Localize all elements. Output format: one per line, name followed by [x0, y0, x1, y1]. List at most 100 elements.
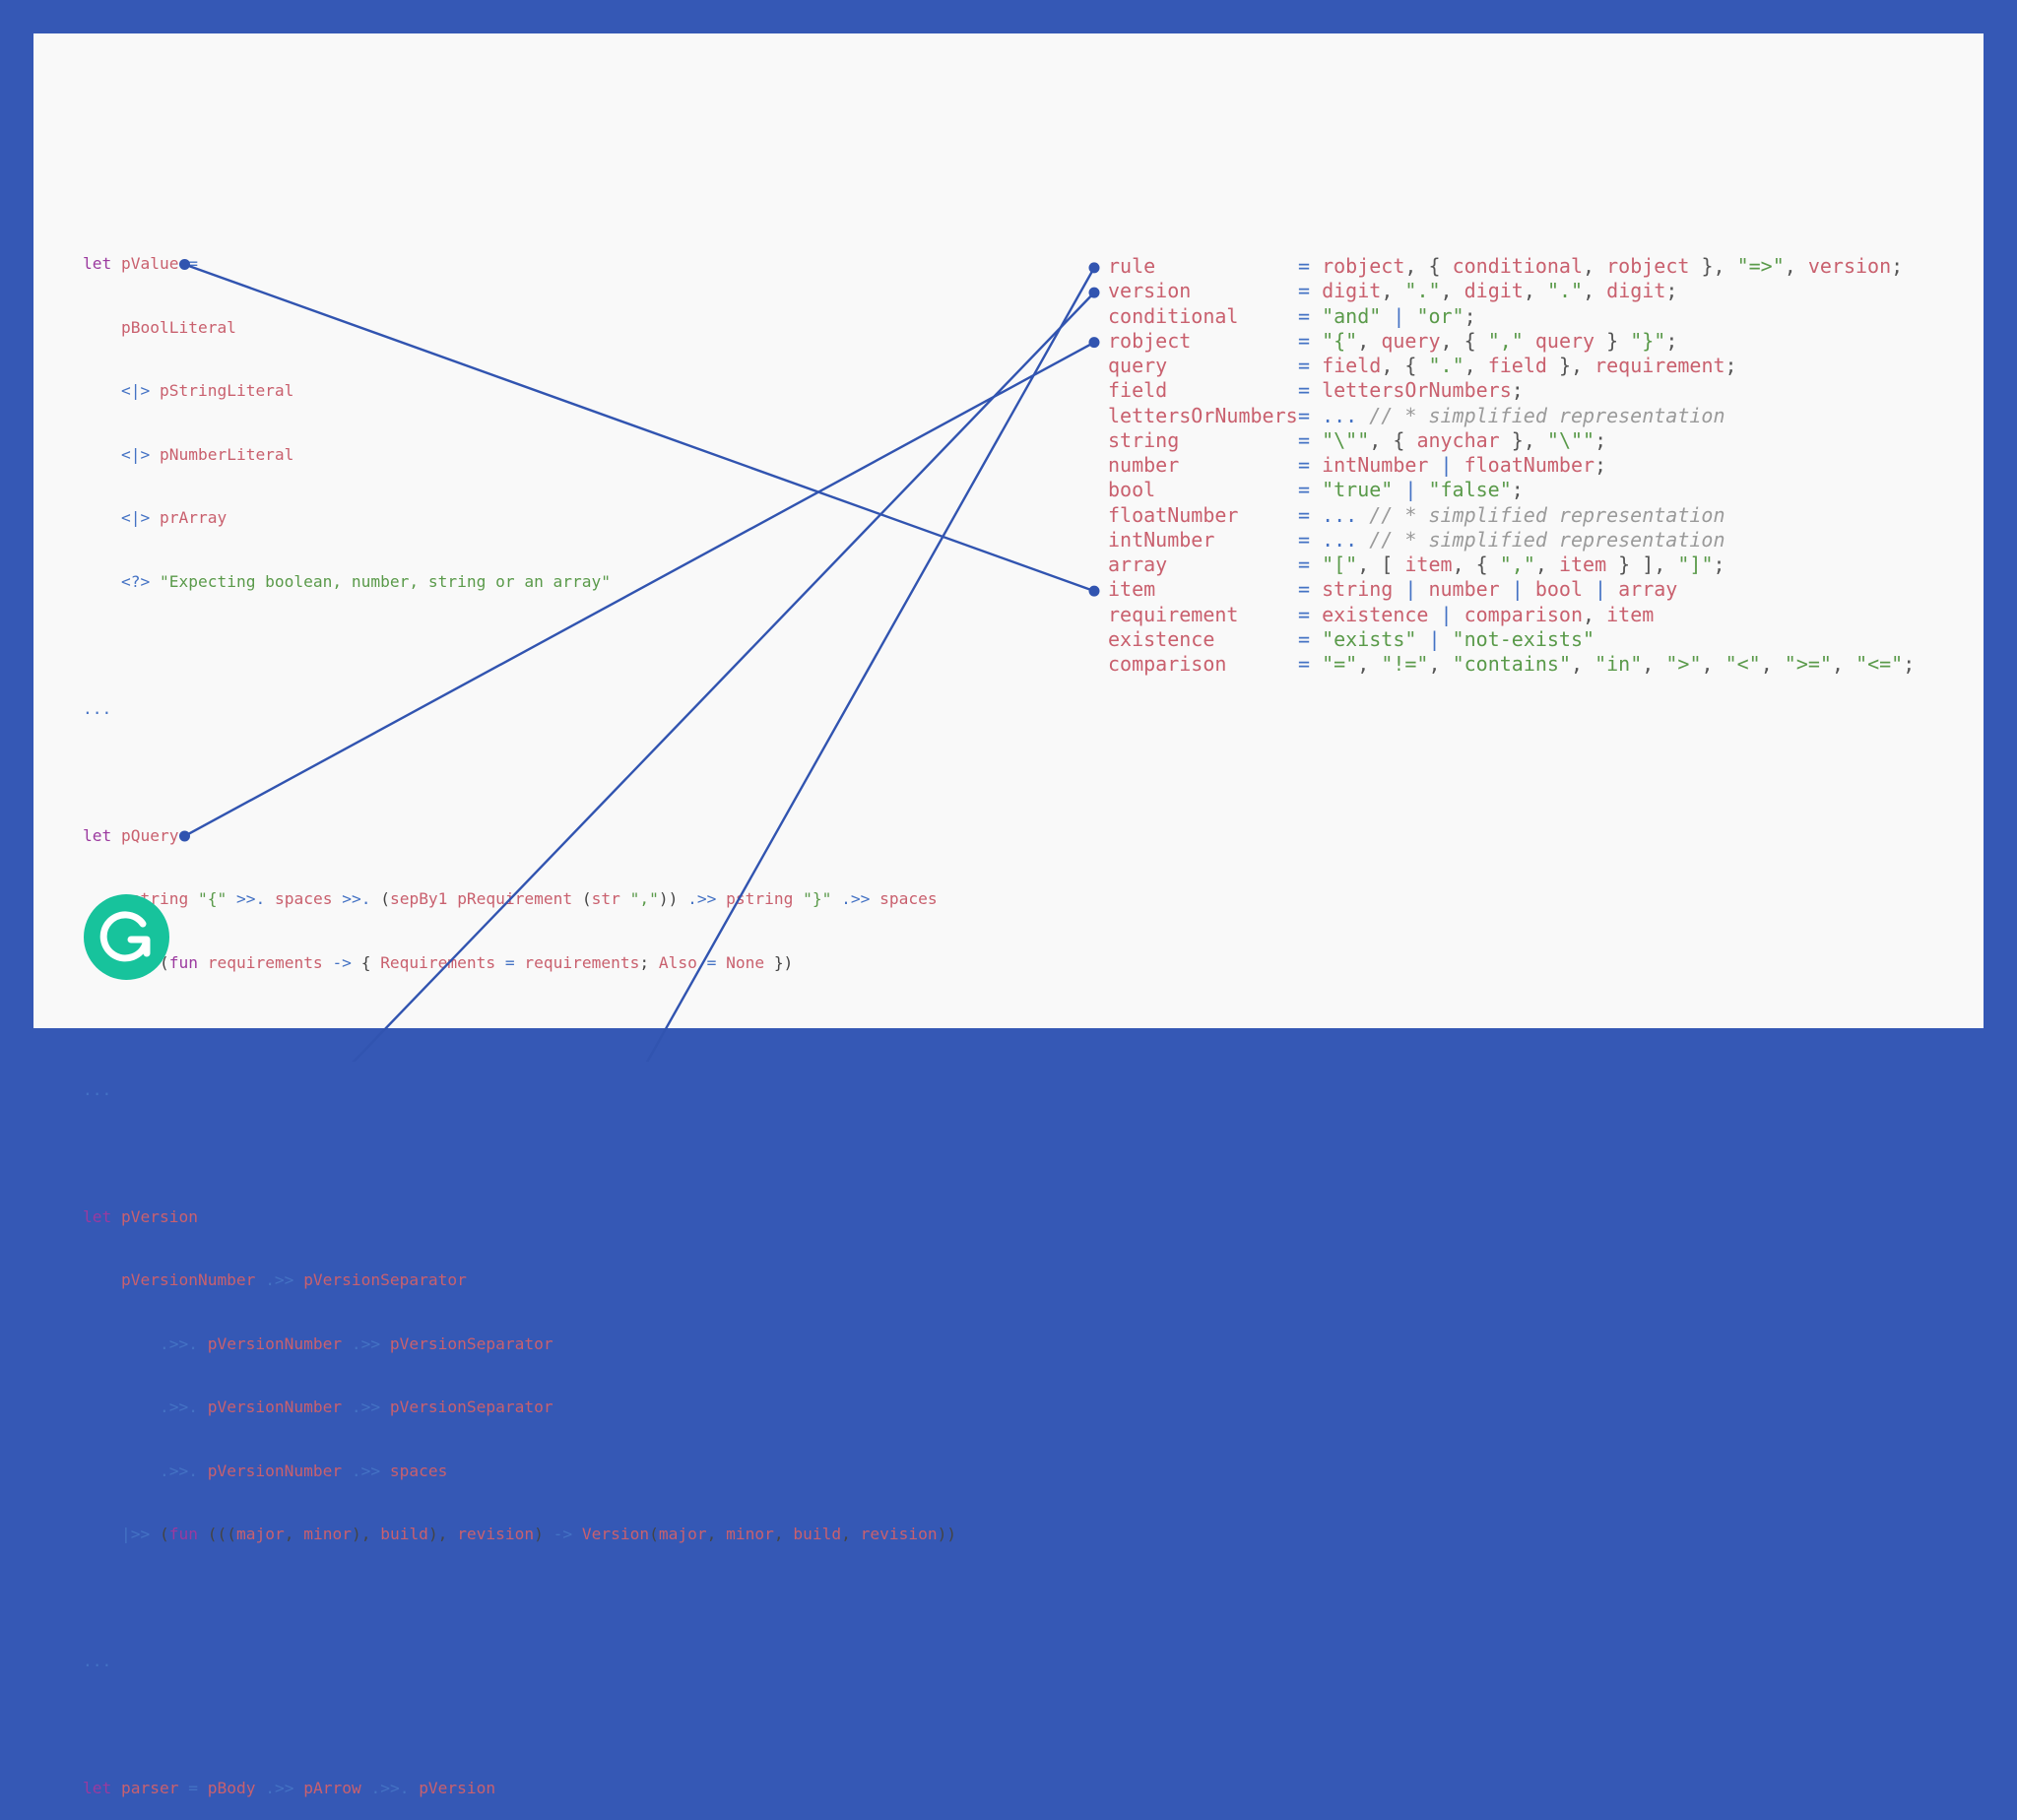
rule-token: ,: [1583, 254, 1607, 278]
rule-name: conditional: [1108, 303, 1239, 328]
code-line: let parser = pBody .>> pArrow .>>. pVers…: [83, 1778, 956, 1799]
rule-token: ;: [1891, 254, 1904, 278]
rule-token: ,: [1381, 279, 1405, 303]
punct: ,: [773, 1525, 784, 1543]
rule-name: array: [1108, 552, 1168, 576]
rule-token: digit: [1322, 279, 1382, 303]
rule-token: =: [1298, 328, 1323, 353]
rule-token: // * simplified representation: [1369, 527, 1725, 552]
operator: =: [504, 952, 515, 972]
rule-token: }: [1594, 328, 1631, 353]
code-line: pstring "{" >>. spaces >>. (sepBy1 pRequ…: [83, 888, 956, 910]
rule-name: intNumber: [1108, 527, 1215, 552]
code-line: let pQuery: [83, 825, 956, 847]
rule-name: item: [1108, 577, 1156, 602]
rule-token: "in": [1594, 652, 1643, 676]
rule-token: "{": [1322, 328, 1358, 353]
rule-token: ,: [1571, 652, 1595, 676]
rule-token: ,: [1357, 328, 1382, 353]
operator: .>>: [265, 1270, 294, 1289]
rule-token: ,: [1534, 552, 1559, 576]
identifier: pRequirement: [457, 889, 573, 908]
rule-token: digit: [1464, 279, 1524, 303]
rule-token: "}": [1630, 328, 1666, 353]
rule-token: requirement: [1594, 354, 1725, 377]
identifier: pVersionNumber: [207, 1461, 343, 1480]
grammar-rule-version: version= digit, ".", digit, ".", digit;: [1108, 279, 1915, 303]
rule-token: query: [1381, 328, 1441, 353]
rule-token: |: [1428, 453, 1464, 477]
operator: =: [188, 1779, 198, 1797]
grammar-rule-requirement: requirement= existence | comparison, ite…: [1108, 603, 1915, 627]
rule-token: ",": [1499, 552, 1535, 576]
identifier: Also: [658, 952, 697, 972]
grammar-rule-conditional: conditional= "and" | "or";: [1108, 304, 1915, 329]
punct: ,: [284, 1525, 294, 1543]
keyword: let: [83, 254, 112, 273]
rule-token: "\"": [1546, 427, 1595, 452]
grammarly-logo: [84, 894, 169, 980]
rule-token: , {: [1440, 328, 1488, 353]
operator: <|>: [120, 381, 151, 400]
identifier: pVersionNumber: [207, 1398, 343, 1416]
punct: (: [159, 952, 169, 972]
rule-name: string: [1108, 427, 1180, 452]
rule-token: =: [1298, 626, 1323, 651]
rule-token: =: [1298, 254, 1323, 278]
identifier: str: [591, 889, 620, 908]
operator: <|>: [120, 508, 151, 527]
code-line: let pVersion: [83, 1206, 956, 1228]
string-literal: "Expecting boolean, number, string or an…: [159, 571, 612, 591]
operator: <|>: [120, 444, 151, 464]
grammar-rule-floatnumber: floatNumber= ... // * simplified represe…: [1108, 503, 1915, 528]
identifier: pNumberLiteral: [159, 444, 294, 464]
rule-token: "contains": [1452, 652, 1571, 676]
rule-token: = ...: [1298, 403, 1370, 427]
grammar-rule-intnumber: intNumber= ... // * simplified represent…: [1108, 528, 1915, 552]
parser-code-panel: let pValue = pBoolLiteral <|> pStringLit…: [83, 211, 956, 1820]
rule-token: ;: [1903, 652, 1916, 676]
code-line: let pValue =: [83, 253, 956, 275]
rule-token: ">=": [1784, 652, 1832, 676]
keyword: fun: [168, 1525, 198, 1543]
rule-name: requirement: [1108, 602, 1239, 626]
rule-token: ,: [1642, 652, 1666, 676]
code-line: <?> "Expecting boolean, number, string o…: [83, 571, 956, 593]
punct: ),: [427, 1525, 448, 1543]
rule-token: =: [1298, 577, 1323, 602]
rule-token: =: [1298, 354, 1323, 377]
rule-token: ,: [1523, 279, 1547, 303]
rule-token: =: [1298, 478, 1323, 502]
rule-token: ,: [1428, 652, 1453, 676]
grammar-rule-array: array= "[", [ item, { ",", item } ], "]"…: [1108, 552, 1915, 577]
punct: ,: [706, 1525, 717, 1543]
operator: .>>: [265, 1779, 294, 1797]
rule-token: , {: [1452, 552, 1500, 576]
rule-token: robject: [1606, 254, 1690, 278]
rule-name: query: [1108, 354, 1168, 377]
rule-token: =: [1298, 279, 1323, 303]
rule-token: "[": [1322, 552, 1358, 576]
grammar-panel: rule= robject, { conditional, robject },…: [1108, 254, 1915, 677]
rule-token: "\"": [1322, 427, 1370, 452]
rule-token: ,: [1440, 279, 1464, 303]
grammar-rule-lettersornumbers: lettersOrNumbers= ... // * simplified re…: [1108, 404, 1915, 428]
identifier: Requirements: [380, 952, 496, 972]
rule-token: robject: [1322, 254, 1405, 278]
identifier: major: [235, 1525, 285, 1543]
rule-token: |: [1416, 626, 1453, 651]
rule-token: ;: [1665, 279, 1678, 303]
rule-token: },: [1689, 254, 1737, 278]
punct: ;: [639, 952, 650, 972]
operator: ->: [553, 1525, 573, 1543]
rule-token: ".": [1404, 279, 1441, 303]
rule-token: ,: [1357, 652, 1382, 676]
rule-token: = ...: [1298, 502, 1370, 527]
string-literal: ",": [629, 889, 659, 908]
rule-token: conditional: [1452, 254, 1584, 278]
rule-token: version: [1807, 254, 1892, 278]
rule-token: [1524, 329, 1535, 353]
rule-token: comparison: [1464, 602, 1584, 626]
rule-token: "!=": [1381, 652, 1429, 676]
rule-name: floatNumber: [1108, 502, 1239, 527]
